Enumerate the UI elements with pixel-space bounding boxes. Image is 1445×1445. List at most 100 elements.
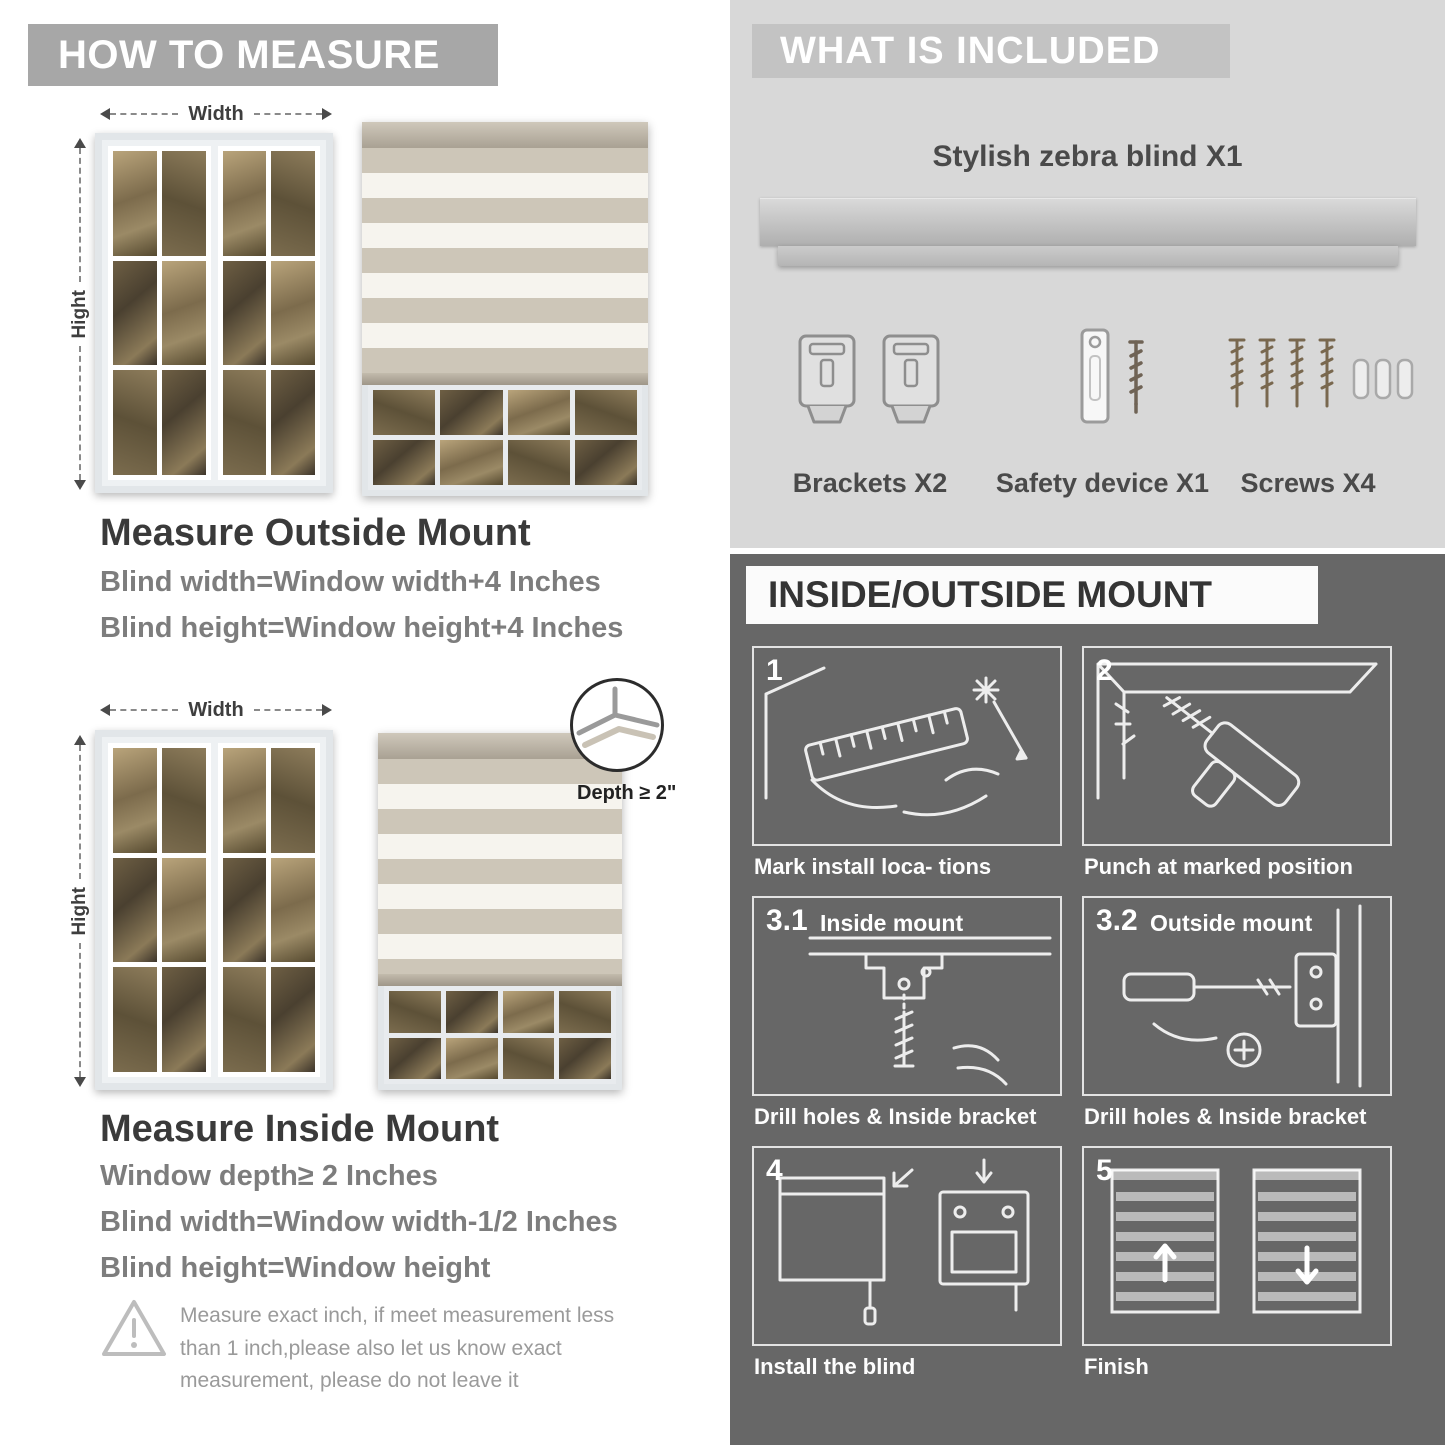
arrow-right-icon — [322, 108, 333, 120]
step-panel-4: 4 — [752, 1146, 1062, 1346]
arrow-left-icon — [100, 108, 110, 120]
step-caption: Mark install loca- tions — [754, 854, 992, 879]
warning-triangle-icon — [100, 1296, 168, 1367]
window-pane — [559, 1037, 611, 1079]
window-sash — [217, 743, 320, 1077]
window-pane — [222, 151, 267, 256]
window-pane — [373, 390, 436, 435]
inside-mount-line1: Window depth≥ 2 Inches — [100, 1160, 438, 1192]
window-pane — [161, 967, 206, 1072]
step-number: 4 — [766, 1154, 783, 1187]
step-panel-3-1: 3.1 Inside mount — [752, 896, 1062, 1096]
window-pane — [161, 857, 206, 963]
window-pane — [507, 440, 570, 485]
mark-location-illustration — [754, 648, 1060, 844]
depth-callout-label: Depth ≥ 2" — [577, 782, 677, 804]
window-pane — [440, 440, 503, 485]
window-pane — [222, 748, 267, 853]
step-number: 3.1 — [766, 904, 808, 937]
window-pane — [161, 151, 206, 256]
window-pane — [222, 260, 267, 366]
width-measurement-arrow: Width — [100, 699, 333, 721]
step-panel-3-2: 3.2 Outside mount — [1082, 896, 1392, 1096]
safety-device-icon — [1052, 326, 1172, 437]
window-pane — [271, 748, 315, 853]
window-behind-blind — [362, 385, 648, 496]
install-blind-illustration — [754, 1148, 1060, 1344]
how-to-measure-header: HOW TO MEASURE — [28, 24, 498, 86]
height-measurement-arrow: Hight — [68, 735, 92, 1088]
step-number: 1 — [766, 654, 783, 687]
inside-mount-title: Measure Inside Mount — [100, 1108, 500, 1150]
outside-bracket-illustration — [1084, 898, 1390, 1094]
measurement-warning-text: Measure exact inch, if meet measurement … — [180, 1304, 615, 1393]
window-pane — [271, 260, 315, 366]
window-illustration — [95, 730, 333, 1090]
window-pane — [574, 390, 637, 435]
depth-detail-callout — [570, 678, 664, 772]
window-sash — [217, 146, 320, 480]
window-pane — [113, 151, 157, 256]
step-number: 3.2 — [1096, 904, 1138, 937]
blind-bottom-rail — [362, 373, 648, 385]
window-pane — [161, 260, 206, 366]
window-pane — [222, 967, 267, 1072]
arrow-up-icon — [74, 138, 86, 148]
step-panel-2: 2 — [1082, 646, 1392, 846]
window-pane — [502, 991, 555, 1033]
step-caption: Punch at marked position — [1084, 854, 1353, 879]
width-label: Width — [188, 102, 244, 125]
screws-icon — [1222, 332, 1418, 437]
window-pane — [113, 260, 157, 366]
window-pane — [574, 440, 637, 485]
window-pane — [222, 370, 267, 475]
what-is-included-header: WHAT IS INCLUDED — [752, 24, 1230, 78]
window-pane — [271, 151, 315, 256]
outside-mount-title: Measure Outside Mount — [100, 512, 531, 554]
window-pane — [389, 1037, 441, 1079]
product-name: Stylish zebra blind X1 — [932, 140, 1243, 173]
blind-headrail — [362, 122, 648, 148]
window-sash — [108, 743, 211, 1077]
inside-mount-line3: Blind height=Window height — [100, 1252, 491, 1284]
brackets-label: Brackets X2 — [792, 468, 948, 498]
step-panel-5: 5 — [1082, 1146, 1392, 1346]
mount-header: INSIDE/OUTSIDE MOUNT — [746, 566, 1318, 624]
window-corner-icon — [576, 686, 660, 748]
brackets-icon — [792, 330, 952, 439]
inside-mount-line2: Blind width=Window width-1/2 Inches — [100, 1206, 618, 1238]
window-pane — [161, 370, 206, 475]
step-panel-1: 1 — [752, 646, 1062, 846]
window-pane — [445, 1037, 498, 1079]
blind-stripes — [378, 759, 622, 974]
window-pane — [222, 857, 267, 963]
step-caption: Finish — [1084, 1354, 1149, 1379]
height-label: Hight — [69, 886, 90, 936]
screws-label: Screws X4 — [1240, 468, 1376, 498]
inside-bracket-illustration — [754, 898, 1060, 1094]
step-caption: Drill holes & Inside bracket — [754, 1104, 1037, 1129]
window-pane — [373, 440, 436, 485]
what-is-included-section: WHAT IS INCLUDED Stylish zebra blind X1 — [730, 0, 1445, 548]
arrow-right-icon — [322, 704, 333, 716]
window-pane — [507, 390, 570, 435]
safety-device-label: Safety device X1 — [995, 468, 1210, 498]
blind-headrail-lip — [778, 246, 1398, 266]
zebra-blind-illustration — [362, 122, 648, 496]
step-title: Outside mount — [1150, 910, 1313, 936]
window-pane — [445, 991, 498, 1033]
window-pane — [271, 857, 315, 963]
window-illustration — [95, 133, 333, 493]
window-sash — [108, 146, 211, 480]
window-pane — [271, 967, 315, 1072]
window-pane — [113, 857, 157, 963]
mount-instructions-section: INSIDE/OUTSIDE MOUNT — [730, 554, 1445, 1445]
arrow-down-icon — [74, 480, 86, 491]
outside-mount-line2: Blind height=Window height+4 Inches — [100, 612, 624, 644]
height-measurement-arrow: Hight — [68, 138, 92, 491]
step-caption: Drill holes & Inside bracket — [1084, 1104, 1367, 1129]
step-caption: Install the blind — [754, 1354, 916, 1379]
window-pane — [161, 748, 206, 853]
window-pane — [113, 967, 157, 1072]
width-measurement-arrow: Width — [100, 103, 333, 125]
